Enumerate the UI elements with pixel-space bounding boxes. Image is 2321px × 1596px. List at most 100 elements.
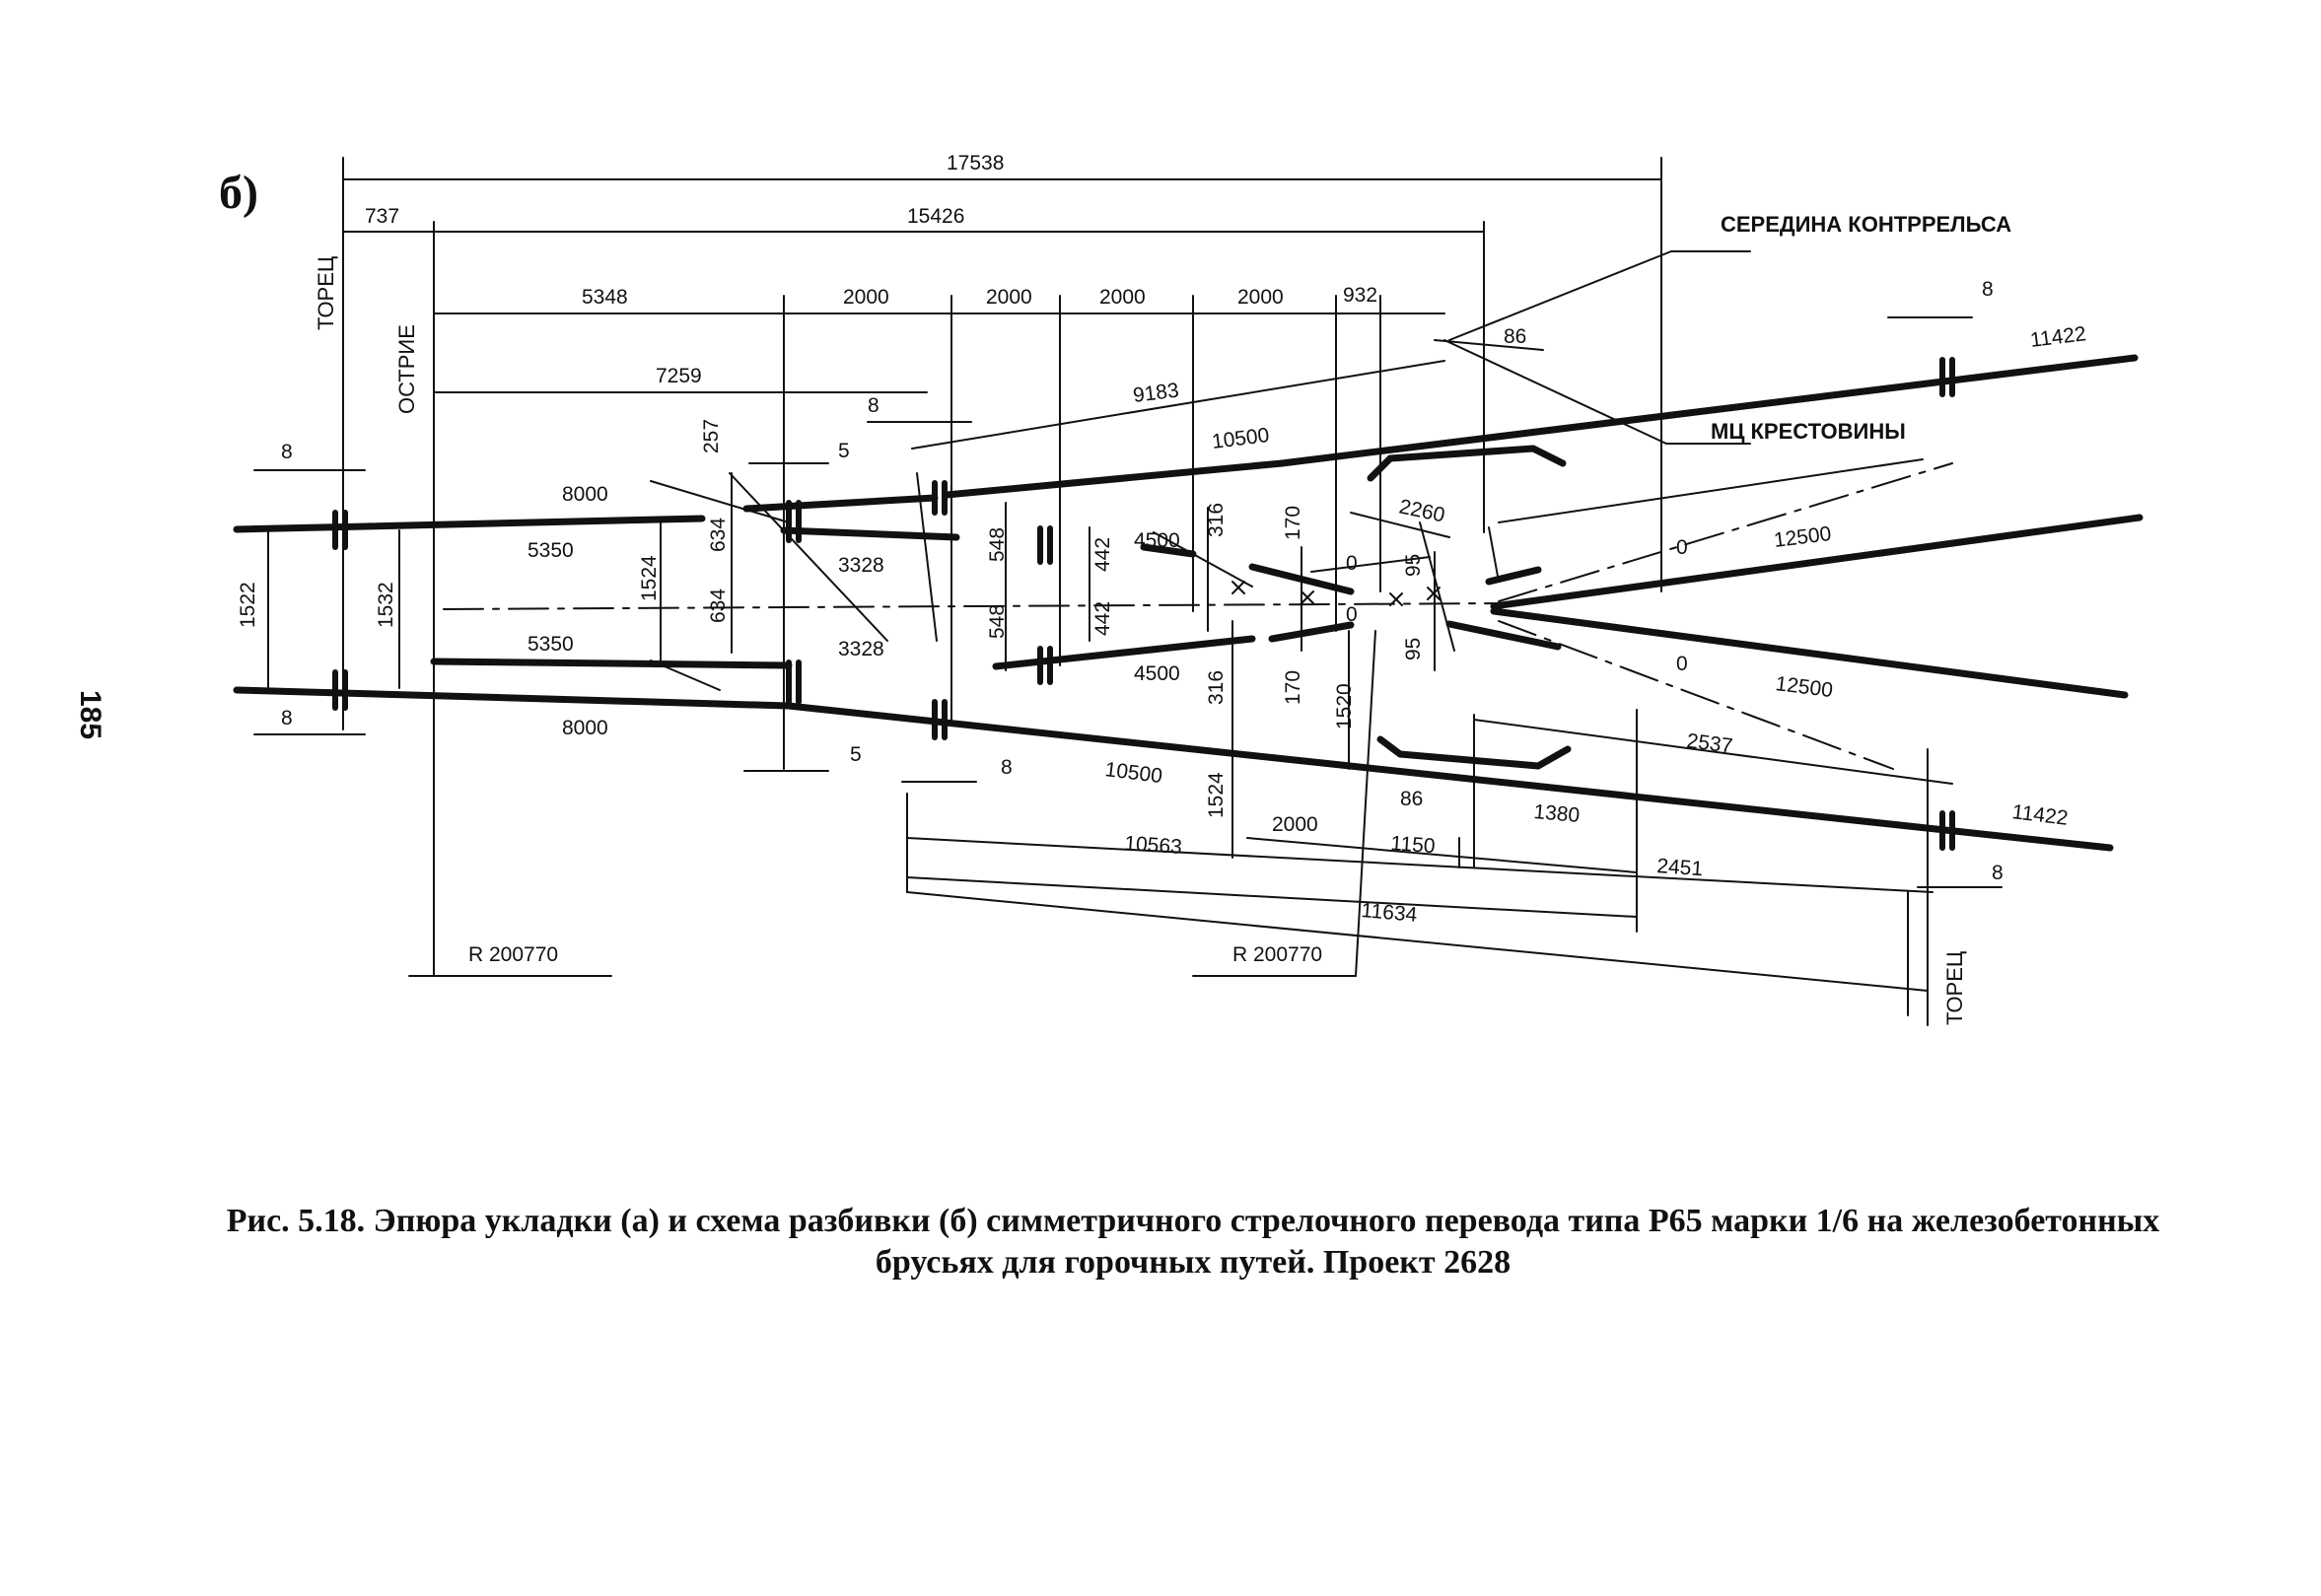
rail-upper-diverging (1278, 354, 2139, 467)
dim-8-top: 8 (1982, 278, 1994, 301)
dim-5350-upper: 5350 (528, 539, 574, 562)
dim-11422-bottom: 11422 (2010, 800, 2069, 830)
rail-lower-left (233, 686, 793, 710)
rail-right-lower (1490, 607, 2129, 699)
rail-frog-1 (1140, 543, 1197, 558)
dim-2260: 2260 (1397, 495, 1446, 526)
label-mc-krestoviny: МЦ КРЕСТОВИНЫ (1711, 419, 1906, 444)
dim-5350-lower: 5350 (528, 633, 574, 656)
dim-2000-bottom: 2000 (1272, 813, 1318, 836)
rail-check-lower-2 (1396, 750, 1542, 770)
caption-line-1: Рис. 5.18. Эпюра укладки (а) и схема раз… (226, 1203, 2160, 1239)
dim-0-right-lower: 0 (1676, 653, 1688, 675)
dim-7259: 7259 (656, 365, 702, 387)
rail-lower-main (1337, 761, 2114, 852)
rail-right-upper (1490, 514, 2144, 610)
dim-170-upper: 170 (1282, 506, 1304, 540)
dim-1380: 1380 (1533, 800, 1582, 827)
dim-17538: 17538 (947, 152, 1004, 174)
dim-4500-lower: 4500 (1134, 662, 1180, 685)
dim-10563: 10563 (1124, 832, 1183, 859)
rail-check-lower-3 (1534, 745, 1572, 770)
dim-5348: 5348 (582, 286, 628, 309)
dim-10500-lower: 10500 (1103, 758, 1163, 788)
rail-upper-main (943, 459, 1286, 499)
dim-4500-upper: 4500 (1134, 529, 1180, 552)
dim-95-b: 95 (1402, 638, 1425, 660)
page-number: 185 (74, 690, 106, 740)
dim-1520: 1520 (1333, 683, 1356, 729)
caption-line-2: брусьях для горочных путей. Проект 2628 (875, 1244, 1512, 1281)
dim-11634: 11634 (1361, 899, 1419, 927)
label-radius-right: R 200770 (1232, 943, 1322, 966)
label-torets-left: ТОРЕЦ (314, 256, 338, 330)
dim-8000-lower: 8000 (562, 717, 608, 739)
dim-1532: 1532 (375, 582, 397, 628)
rail-inner-upper (780, 526, 960, 541)
dim-12500-upper: 12500 (1773, 522, 1833, 552)
rail-inner-lower-2 (992, 635, 1256, 670)
dim-5-lower: 5 (850, 743, 862, 766)
dim-1524-mid: 1524 (1205, 772, 1228, 818)
rail-lower-switch (785, 702, 1345, 769)
dim-2000-d: 2000 (1237, 286, 1284, 309)
rail-frog-5 (1445, 620, 1562, 651)
dim-634-b: 634 (707, 589, 730, 623)
dim-2000-c: 2000 (1099, 286, 1146, 309)
dim-9183: 9183 (1132, 379, 1180, 407)
dim-86-top: 86 (1504, 325, 1526, 348)
rail-upper-left (233, 515, 706, 533)
joints (332, 357, 1955, 851)
dim-95-a: 95 (1402, 554, 1425, 577)
figure-label: б) (219, 167, 258, 219)
dim-548-b: 548 (986, 604, 1009, 639)
dim-5-upper: 5 (838, 440, 850, 462)
dim-1522: 1522 (237, 582, 259, 628)
dim-442-a: 442 (1091, 537, 1114, 572)
rail-frog-4 (1268, 621, 1355, 643)
rail-inner-lower (430, 658, 793, 669)
dim-8-left-upper: 8 (281, 441, 293, 463)
dim-548-a: 548 (986, 527, 1009, 562)
dim-2537: 2537 (1685, 729, 1733, 758)
dim-8000-upper: 8000 (562, 483, 608, 506)
dim-257: 257 (700, 419, 723, 453)
dim-932: 932 (1343, 284, 1377, 307)
dim-2451: 2451 (1656, 855, 1704, 880)
rail-upper-switch (742, 494, 939, 513)
dim-316-upper: 316 (1205, 503, 1228, 537)
label-seredina: СЕРЕДИНА КОНТРРЕЛЬСА (1721, 212, 2011, 237)
dim-0-b: 0 (1346, 603, 1358, 626)
dim-8-right-bottom: 8 (1992, 862, 2004, 884)
figure-caption: Рис. 5.18. Эпюра укладки (а) и схема раз… (177, 1201, 2209, 1284)
labels: 17538 737 15426 5348 2000 2000 2000 2000… (237, 152, 2087, 1025)
dim-8-left-lower: 8 (281, 707, 293, 729)
dim-10500-top: 10500 (1211, 424, 1271, 453)
rail-check-upper-2 (1386, 445, 1537, 462)
dim-2000-a: 2000 (843, 286, 889, 309)
label-torets-right: ТОРЕЦ (1942, 951, 1967, 1025)
dimension-lines (253, 157, 2003, 1026)
dim-1150: 1150 (1390, 832, 1437, 858)
dim-86-bottom: 86 (1400, 788, 1423, 810)
dim-3328-lower: 3328 (838, 638, 884, 660)
dim-8-gap: 8 (868, 394, 879, 417)
dim-442-b: 442 (1091, 601, 1114, 636)
rail-check-upper-3 (1529, 445, 1567, 467)
label-ostrie: ОСТРИЕ (394, 324, 419, 414)
dim-12500-lower: 12500 (1774, 672, 1834, 702)
dim-2000-b: 2000 (986, 286, 1032, 309)
dim-3328-upper: 3328 (838, 554, 884, 577)
axis-lines (443, 462, 1953, 770)
rail-check-lower (1376, 735, 1404, 758)
dim-316-lower: 316 (1205, 670, 1228, 705)
dim-15426: 15426 (907, 205, 964, 228)
dim-0-right-upper: 0 (1676, 536, 1688, 559)
dim-8-lower: 8 (1001, 756, 1013, 779)
dim-0-a: 0 (1346, 552, 1358, 575)
rail-frog-3 (1485, 566, 1542, 586)
dim-170-lower: 170 (1282, 670, 1304, 705)
dim-737: 737 (365, 205, 399, 228)
